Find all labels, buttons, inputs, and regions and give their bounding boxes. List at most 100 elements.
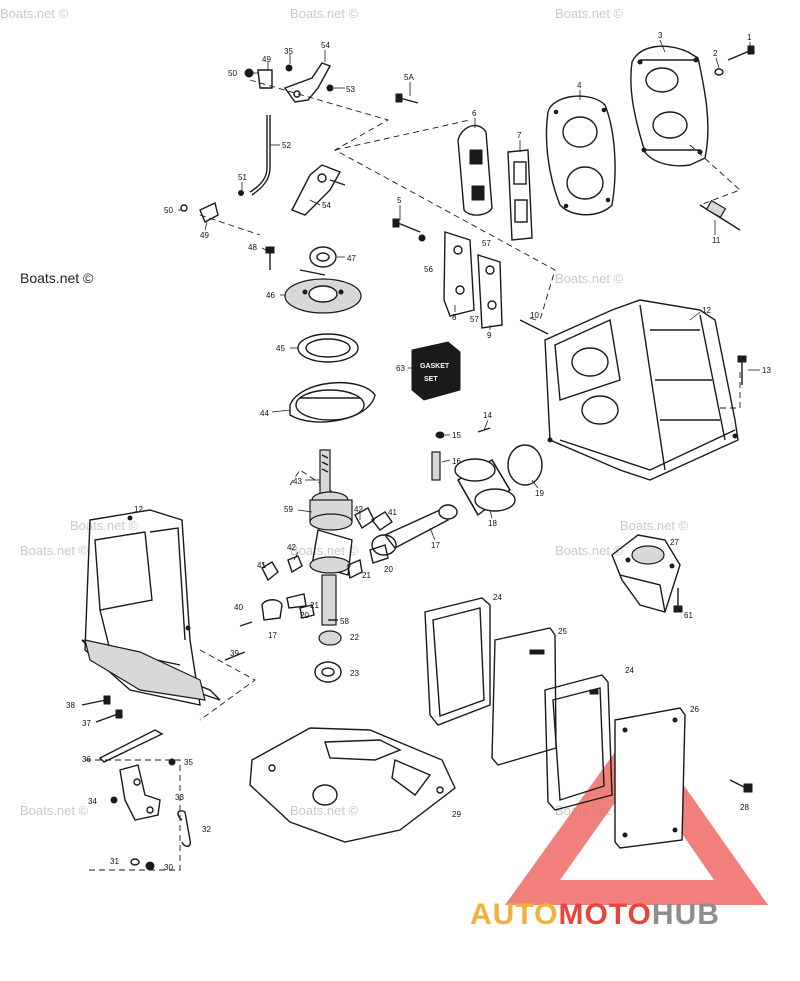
callout-34: 34: [88, 797, 97, 806]
watermark: Boats.net ©: [555, 271, 624, 286]
callout-35-top: 35: [284, 47, 293, 56]
callout-41-lower: 41: [257, 561, 266, 570]
throttle-linkage: [180, 62, 346, 223]
callout-7: 7: [517, 131, 522, 140]
callout-5: 5: [397, 196, 402, 205]
callout-46: 46: [266, 291, 275, 300]
callout-6: 6: [472, 109, 477, 118]
callout-24-first: 24: [493, 593, 502, 602]
callout-42-upper: 42: [354, 505, 363, 514]
crankcase-upper: [519, 299, 739, 481]
callout-5a: 5A: [404, 73, 414, 82]
callout-33: 33: [175, 793, 184, 802]
callout-57-bottom: 57: [470, 315, 479, 324]
callout-20-upper: 20: [384, 565, 393, 574]
watermarks: Boats.net © Boats.net © Boats.net © Boat…: [0, 6, 689, 818]
callout-56: 56: [424, 265, 433, 274]
watermark: Boats.net ©: [290, 803, 359, 818]
callout-53: 53: [346, 85, 355, 94]
watermark: Boats.net ©: [290, 6, 359, 21]
logo-part-hub: HUB: [651, 898, 720, 931]
callout-44: 44: [260, 409, 269, 418]
callout-59: 59: [284, 505, 293, 514]
callout-17-cap: 17: [268, 631, 277, 640]
spark-plug: [699, 199, 741, 231]
callout-54-bottom: 54: [322, 201, 331, 210]
reed-plates: [392, 218, 503, 329]
callout-42-lower: 42: [287, 543, 296, 552]
callout-47: 47: [347, 254, 356, 263]
exhaust-plates: [424, 597, 753, 849]
callout-4: 4: [577, 81, 582, 90]
callout-20-lower: 20: [300, 611, 309, 620]
callout-50-bottom: 50: [164, 206, 173, 215]
callout-9: 9: [487, 331, 492, 340]
logo-part-moto: MOTO: [558, 898, 652, 931]
callout-45: 45: [276, 344, 285, 353]
callout-32: 32: [202, 825, 211, 834]
callout-19: 19: [535, 489, 544, 498]
callout-11: 11: [712, 236, 721, 245]
watermark: Boats.net ©: [20, 543, 89, 558]
watermark: Boats.net ©: [290, 543, 359, 558]
callout-51: 51: [238, 173, 247, 182]
callout-48: 48: [248, 243, 257, 252]
callout-14: 14: [483, 411, 492, 420]
callout-54-top: 54: [321, 41, 330, 50]
watermark-dark: Boats.net ©: [20, 270, 94, 286]
watermark: Boats.net ©: [620, 518, 689, 533]
callout-63: 63: [396, 364, 405, 373]
callout-21-upper: 21: [362, 571, 371, 580]
callout-49-bottom: 49: [200, 231, 209, 240]
callout-27: 27: [670, 538, 679, 547]
callout-1: 1: [747, 33, 752, 42]
bypass-cover: [395, 93, 533, 241]
head-bolt: [714, 45, 755, 76]
crankcase-lower: [81, 509, 221, 706]
callout-3: 3: [658, 31, 663, 40]
base-gasket: [249, 727, 456, 843]
callout-8: 8: [452, 313, 457, 322]
callout-31: 31: [110, 857, 119, 866]
callout-12-upper: 12: [702, 306, 711, 315]
callout-61: 61: [684, 611, 693, 620]
callout-40: 40: [234, 603, 243, 612]
callout-24-second: 24: [625, 666, 634, 675]
callout-37: 37: [82, 719, 91, 728]
callout-57-top: 57: [482, 239, 491, 248]
callout-38: 38: [66, 701, 75, 710]
crank-bearings: [224, 544, 389, 683]
watermark: Boats.net ©: [20, 803, 89, 818]
lower-bracket: [110, 758, 192, 871]
callout-numbers: 1 2 3 4 5 5A 6 7 8 9 10 11 12 12 13 14 1…: [66, 31, 771, 872]
callout-58: 58: [340, 617, 349, 626]
watermark: Boats.net ©: [555, 543, 624, 558]
callout-12-lower: 12: [134, 505, 143, 514]
logo-triangle: [505, 720, 768, 905]
automotohub-logo: AUTOMOTOHUB: [470, 898, 720, 932]
cylinder-head-cover: [630, 45, 709, 167]
callout-39: 39: [230, 649, 239, 658]
callout-22: 22: [350, 633, 359, 642]
callout-leaders: [178, 39, 760, 569]
callout-29: 29: [452, 810, 461, 819]
callout-49-top: 49: [262, 55, 271, 64]
callout-18: 18: [488, 519, 497, 528]
callout-35-bottom: 35: [184, 758, 193, 767]
callout-26: 26: [690, 705, 699, 714]
callout-23: 23: [350, 669, 359, 678]
callout-16: 16: [452, 457, 461, 466]
callout-36: 36: [82, 755, 91, 764]
bolt-13: [737, 355, 747, 385]
exhaust-cover: [611, 534, 683, 613]
logo-part-auto: AUTO: [470, 898, 559, 931]
callout-41-upper: 41: [388, 508, 397, 517]
assembly-lines: [85, 79, 741, 871]
piston-assembly: [371, 427, 543, 556]
magneto-stack: [265, 246, 376, 423]
callout-43: 43: [293, 477, 302, 486]
box-label-line-2: SET: [424, 376, 438, 383]
head-gasket: [545, 95, 616, 216]
callout-21-lower: 21: [310, 601, 319, 610]
